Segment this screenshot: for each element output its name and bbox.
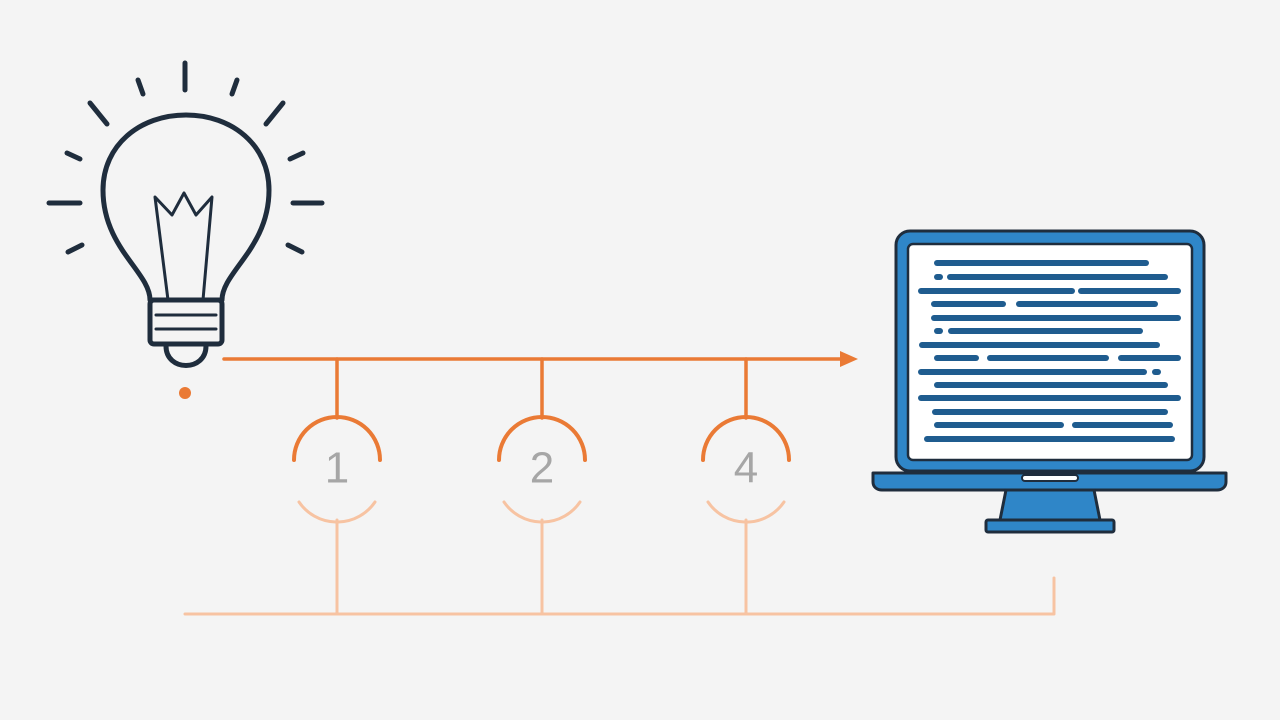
light-rays bbox=[46, 60, 325, 255]
step-label: 2 bbox=[530, 444, 554, 493]
feedback-start-dot bbox=[179, 387, 191, 399]
monitor-foot bbox=[984, 518, 1116, 534]
step-node-top-arc bbox=[497, 415, 587, 462]
flow-arrowhead bbox=[840, 351, 858, 367]
connection-lines bbox=[183, 351, 1056, 616]
code-lines bbox=[918, 260, 1181, 442]
bulb-base bbox=[147, 297, 225, 347]
return-line-bottom bbox=[183, 576, 1056, 616]
step-node-bottom-arc bbox=[502, 500, 582, 524]
step-node-2: 2 bbox=[497, 415, 587, 524]
screen-display bbox=[906, 242, 1194, 462]
laptop-icon bbox=[871, 229, 1228, 534]
step-label: 1 bbox=[325, 444, 349, 493]
step-label: 4 bbox=[734, 444, 758, 493]
bulb-tip bbox=[163, 343, 209, 368]
monitor-stand bbox=[998, 488, 1102, 522]
lightbulb-icon bbox=[46, 60, 325, 368]
step-node-top-arc bbox=[292, 415, 382, 462]
step-node-bottom-arc bbox=[297, 500, 377, 524]
bulb-glass bbox=[100, 112, 272, 303]
step-node-top-arc bbox=[701, 415, 791, 462]
step-node-3: 4 bbox=[701, 415, 791, 524]
step-node-bottom-arc bbox=[706, 500, 786, 524]
bulb-filament bbox=[153, 191, 214, 302]
step-node-1: 1 bbox=[292, 415, 382, 524]
laptop-notch bbox=[1021, 474, 1079, 482]
